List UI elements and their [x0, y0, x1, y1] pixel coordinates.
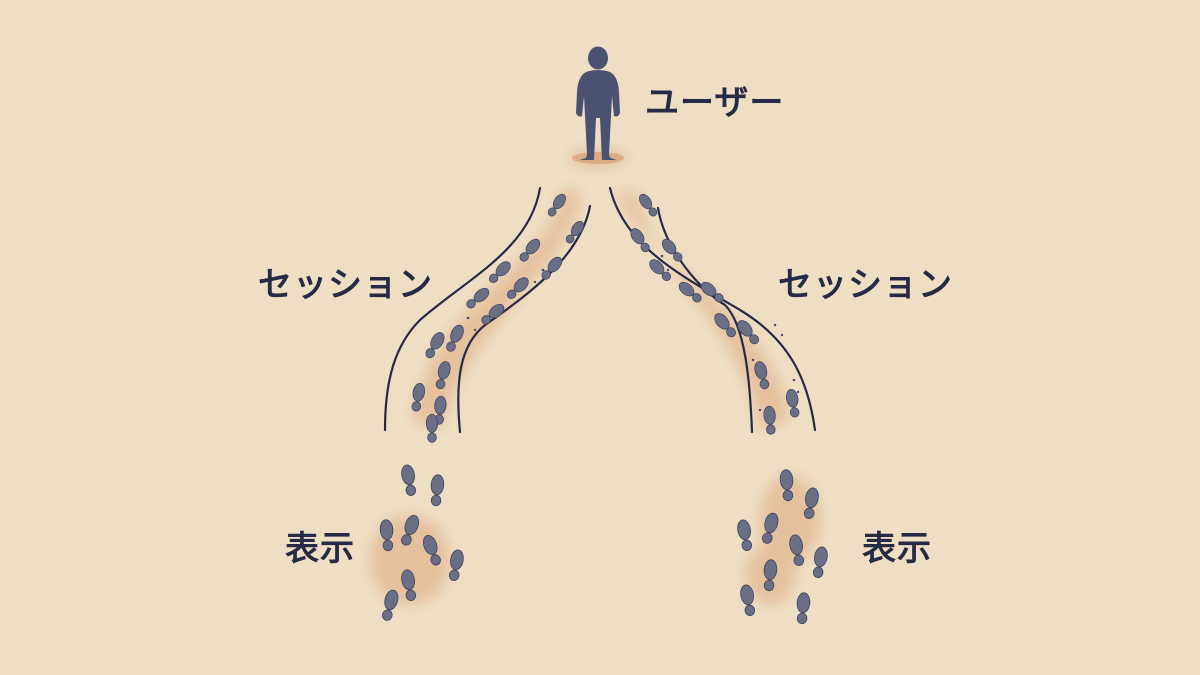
display-label-right: 表示: [862, 529, 932, 569]
display-label-left: 表示: [285, 529, 355, 569]
session-label-left: セッション: [258, 265, 433, 305]
path-speckles: [466, 254, 800, 412]
session-label-right: セッション: [778, 265, 953, 305]
path-wash: [370, 149, 820, 605]
user-label: ユーザー: [645, 83, 785, 123]
person-icon: [572, 46, 624, 164]
